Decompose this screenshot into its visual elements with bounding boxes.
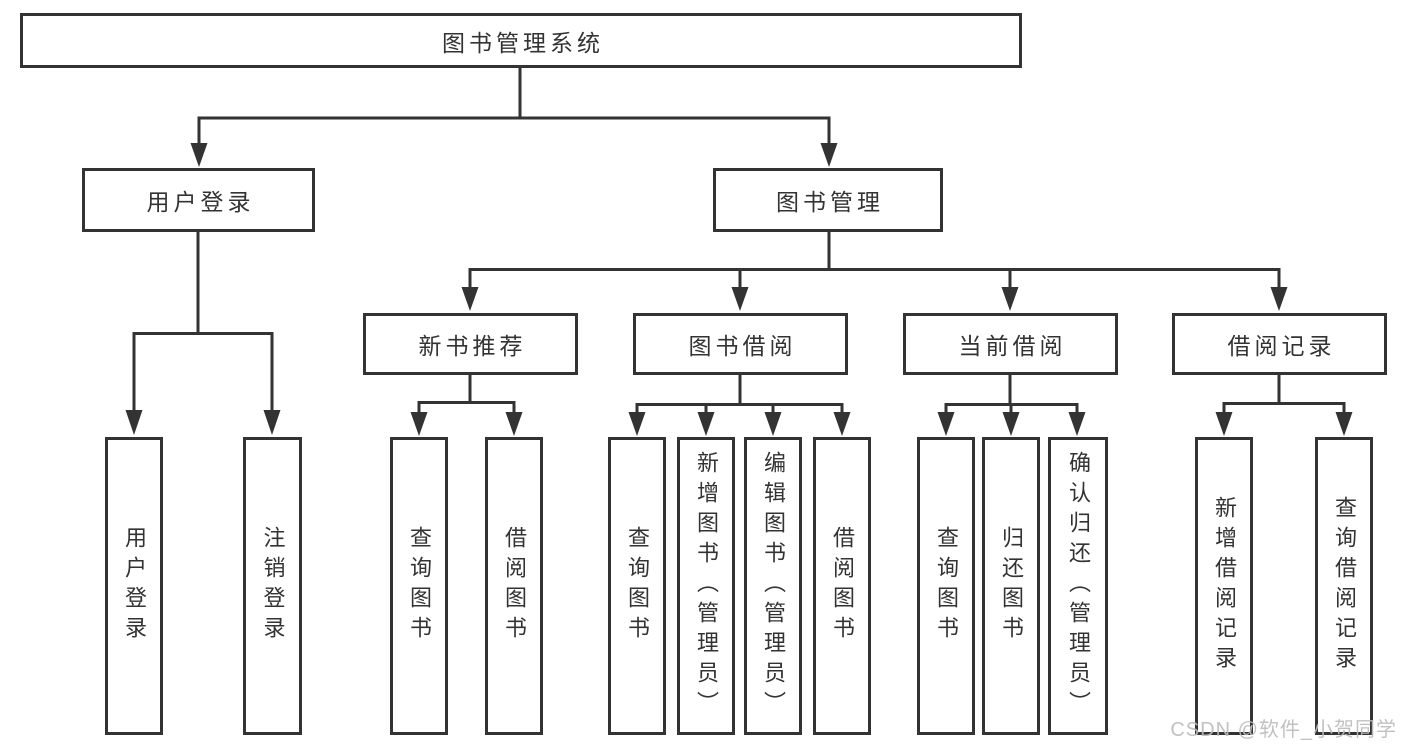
- leaf-label: 新增图书（管理员）: [694, 451, 719, 721]
- arrow-down-icon: [1068, 412, 1086, 436]
- csdn-watermark: CSDN @软件_小贺同学: [1170, 719, 1397, 741]
- arrow-down-icon: [820, 143, 838, 167]
- node-label: 图书借阅: [688, 333, 797, 359]
- leaf-add-borrow-record: 新增借阅记录: [1195, 437, 1253, 735]
- leaf-label: 查询借阅记录: [1332, 496, 1357, 676]
- leaf-logout: 注销登录: [243, 437, 302, 735]
- node-user-login: 用户登录: [82, 168, 315, 232]
- arrow-down-icon: [1215, 412, 1233, 436]
- leaf-label: 注销登录: [260, 526, 286, 646]
- arrow-down-icon: [1002, 412, 1020, 436]
- leaf-label: 确认归还（管理员）: [1066, 451, 1091, 721]
- leaf-query-borrow-record: 查询借阅记录: [1315, 437, 1373, 735]
- leaf-query-books-3: 查询图书: [917, 437, 975, 735]
- node-label: 图书管理系统: [442, 29, 604, 56]
- arrow-down-icon: [263, 410, 281, 435]
- node-new-book-recommend: 新书推荐: [363, 313, 578, 375]
- leaf-borrow-books-1: 借阅图书: [485, 437, 543, 735]
- leaf-query-books-2: 查询图书: [608, 437, 666, 735]
- node-label: 借阅记录: [1227, 333, 1336, 359]
- leaf-edit-books-admin: 编辑图书（管理员）: [744, 437, 802, 735]
- arrow-down-icon: [764, 412, 782, 436]
- node-label: 用户登录: [146, 189, 255, 215]
- arrow-down-icon: [697, 412, 715, 436]
- node-book-management: 图书管理: [713, 168, 943, 232]
- arrow-down-icon: [410, 412, 428, 436]
- leaf-label: 查询图书: [407, 526, 432, 646]
- arrow-down-icon: [461, 287, 479, 311]
- arrow-down-icon: [125, 410, 143, 435]
- arrow-down-icon: [1001, 287, 1019, 311]
- arrow-down-icon: [1270, 287, 1288, 311]
- leaf-label: 借阅图书: [502, 526, 527, 646]
- leaf-label: 查询图书: [625, 526, 650, 646]
- leaf-label: 查询图书: [934, 526, 959, 646]
- leaf-return-books: 归还图书: [982, 437, 1040, 735]
- arrow-down-icon: [833, 412, 851, 436]
- leaf-label: 归还图书: [999, 526, 1024, 646]
- node-label: 当前借阅: [958, 333, 1067, 359]
- arrow-down-icon: [937, 412, 955, 436]
- arrow-down-icon: [505, 412, 523, 436]
- node-current-borrowing: 当前借阅: [903, 313, 1118, 375]
- node-label: 新书推荐: [418, 333, 527, 359]
- leaf-label: 新增借阅记录: [1212, 496, 1237, 676]
- leaf-label: 编辑图书（管理员）: [761, 451, 786, 721]
- arrow-down-icon: [731, 287, 749, 311]
- leaf-borrow-books-2: 借阅图书: [813, 437, 871, 735]
- arrow-down-icon: [190, 143, 208, 167]
- node-borrow-records: 借阅记录: [1172, 313, 1387, 375]
- arrow-down-icon: [628, 412, 646, 436]
- node-book-borrowing: 图书借阅: [633, 313, 848, 375]
- leaf-label: 借阅图书: [830, 526, 855, 646]
- arrow-down-icon: [1335, 412, 1353, 436]
- node-label: 图书管理: [776, 189, 884, 215]
- leaf-query-books-1: 查询图书: [390, 437, 448, 735]
- leaf-add-books-admin: 新增图书（管理员）: [677, 437, 735, 735]
- leaf-confirm-return-admin: 确认归还（管理员）: [1048, 437, 1108, 735]
- leaf-label: 用户登录: [122, 526, 147, 646]
- node-library-management-system: 图书管理系统: [20, 13, 1022, 68]
- leaf-user-login: 用户登录: [105, 437, 163, 735]
